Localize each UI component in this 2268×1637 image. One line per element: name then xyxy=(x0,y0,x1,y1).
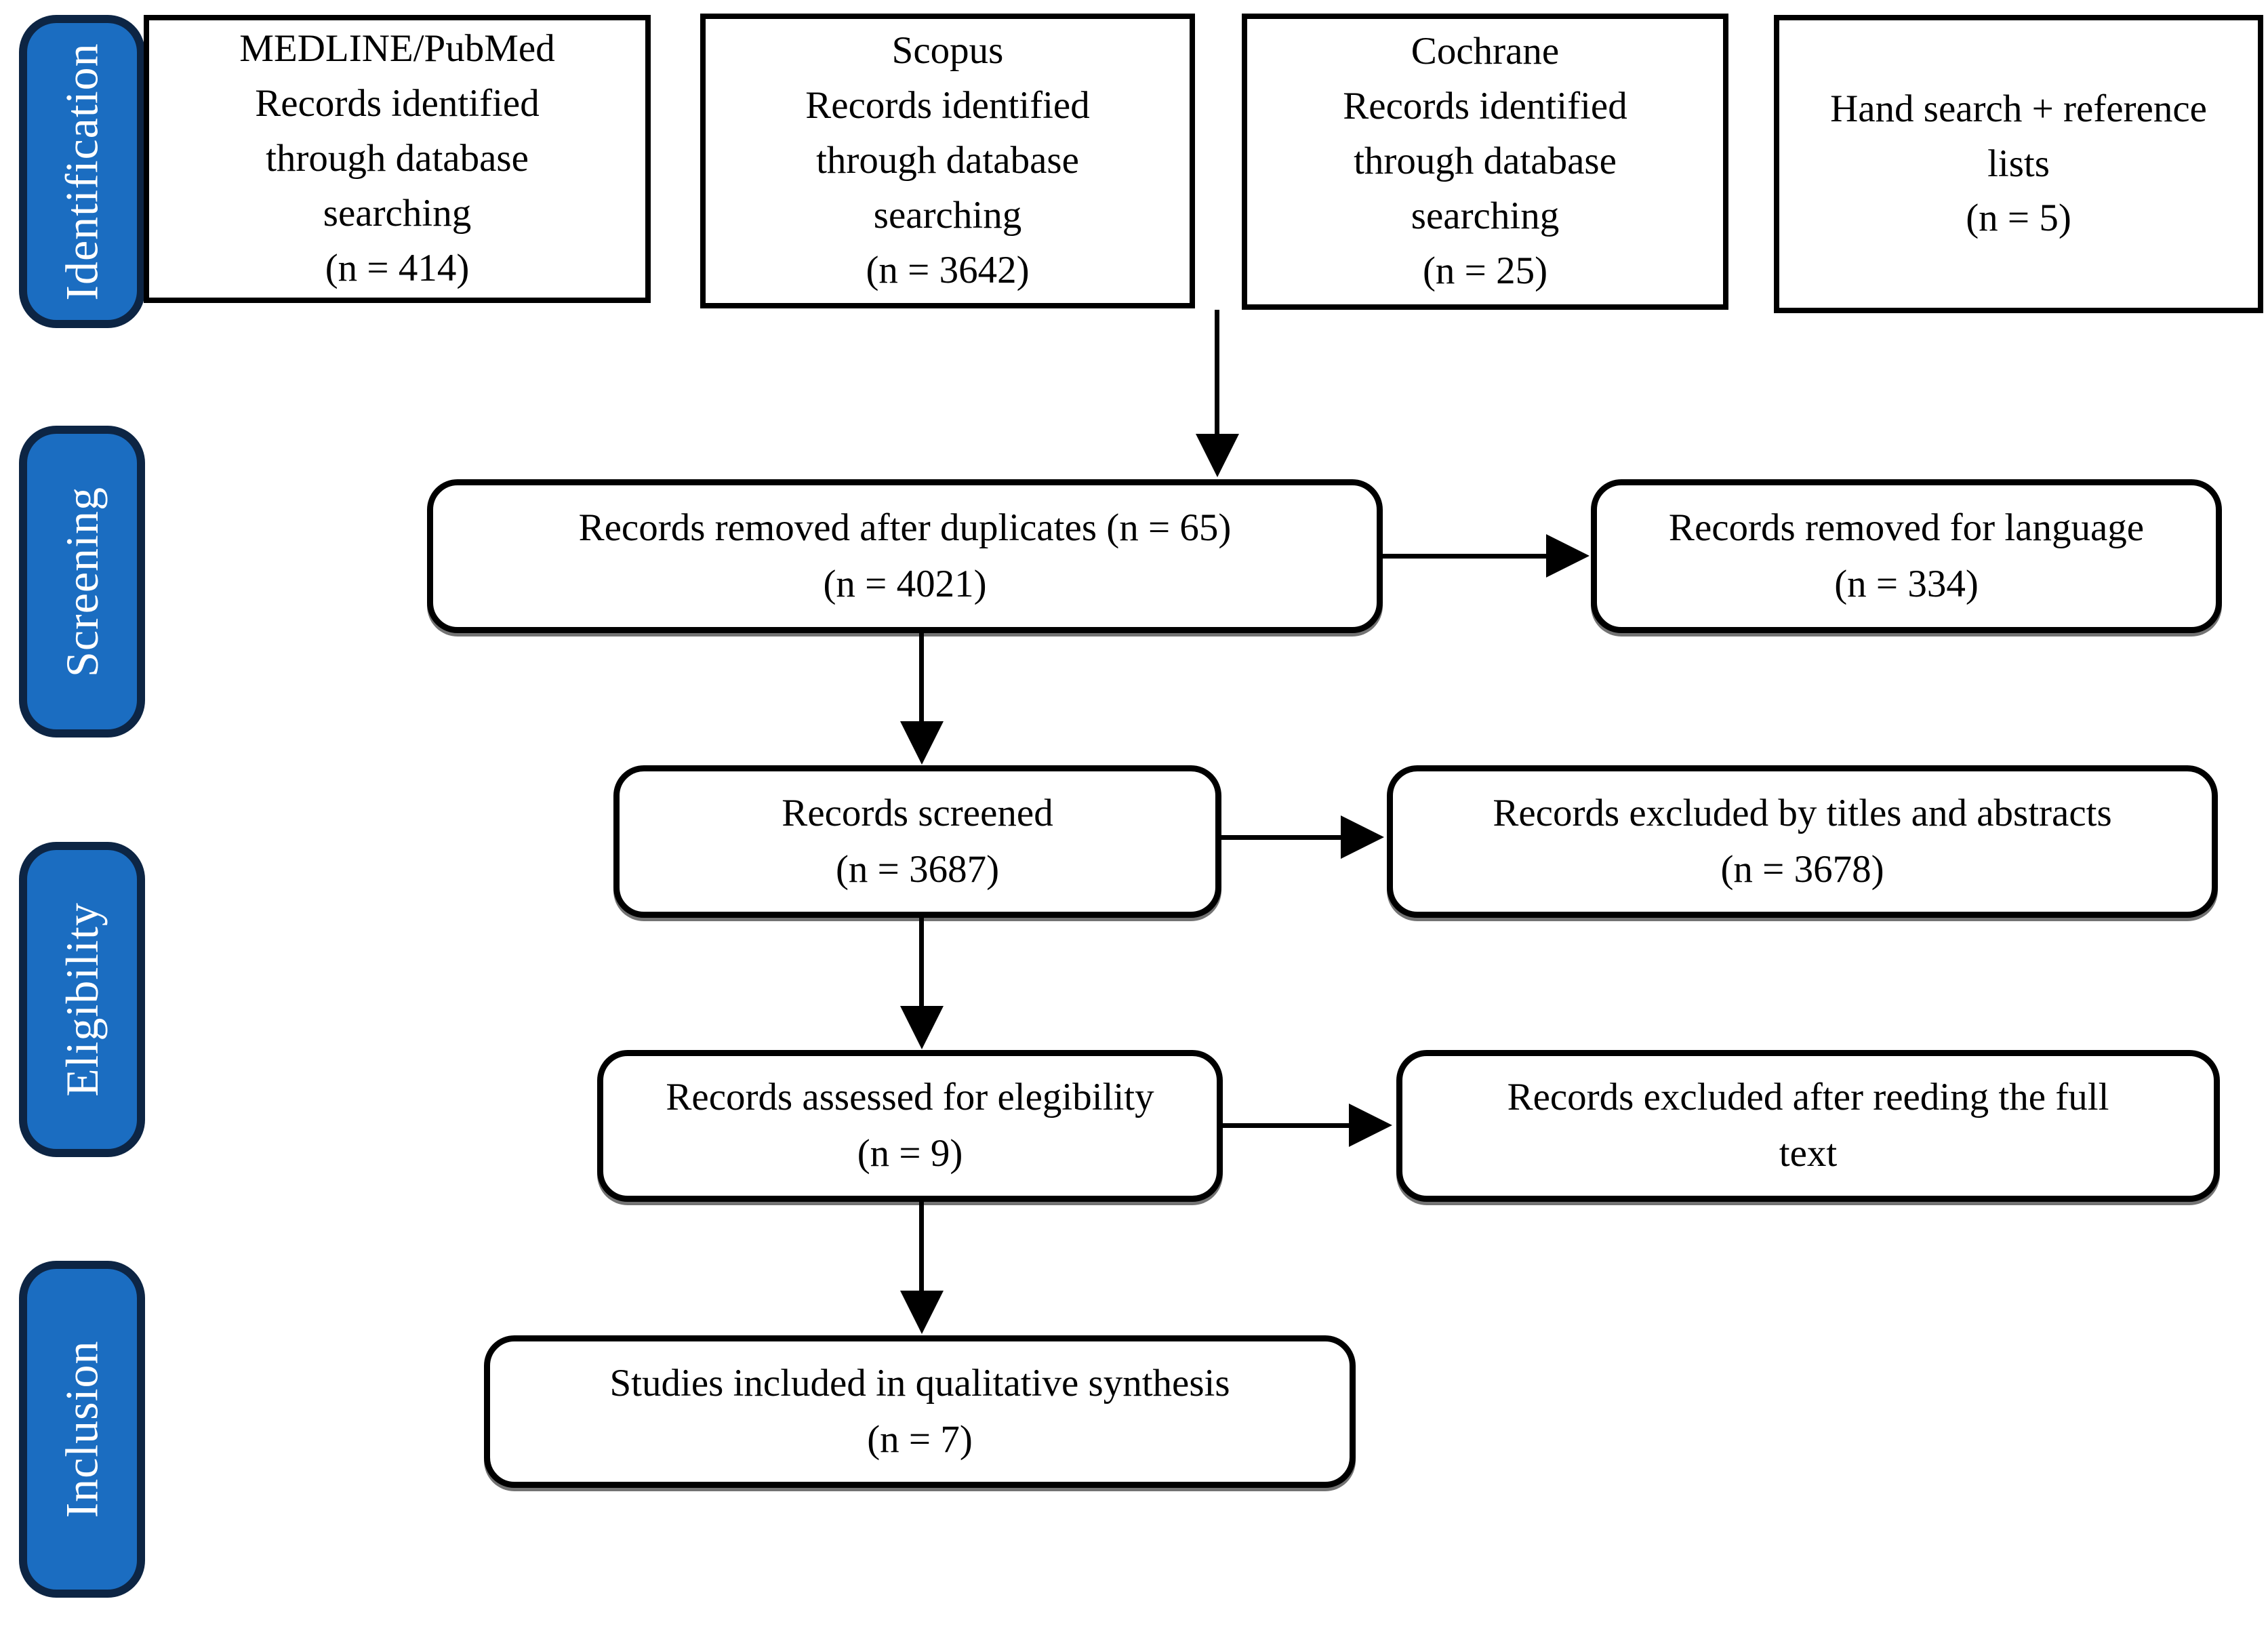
arrowhead-right-icon xyxy=(1341,815,1384,859)
arrow-line xyxy=(1223,1123,1352,1128)
flow-box-records-screened: Records screened (n = 3687) xyxy=(613,765,1221,918)
source-box-medline-pubmed: MEDLINE/PubMed Records identified throug… xyxy=(144,15,651,303)
arrowhead-down-icon xyxy=(1196,434,1239,477)
arrow-line xyxy=(919,918,924,1007)
arrowhead-down-icon xyxy=(900,1291,944,1334)
arrow-line xyxy=(1383,554,1549,559)
source-box-cochrane-text: Cochrane Records identified through data… xyxy=(1343,30,1627,292)
stage-bar-screening: Screening xyxy=(19,426,145,737)
arrowhead-down-icon xyxy=(900,721,944,765)
flow-box-language-removed: Records removed for language (n = 334) xyxy=(1591,479,2222,633)
source-box-cochrane: Cochrane Records identified through data… xyxy=(1242,14,1728,310)
stage-label-screening: Screening xyxy=(56,486,108,677)
stage-bar-inclusion: Inclusion xyxy=(19,1261,145,1598)
arrow-line xyxy=(919,633,924,723)
stage-bar-identification: Identification xyxy=(19,15,145,328)
source-box-hand-search: Hand search + reference lists (n = 5) xyxy=(1774,15,2263,313)
flow-box-excluded-fulltext: Records excluded after reeding the full … xyxy=(1396,1050,2220,1202)
source-box-medline-pubmed-text: MEDLINE/PubMed Records identified throug… xyxy=(239,27,555,289)
arrow-line xyxy=(919,1202,924,1293)
flow-box-excluded-titles-abstracts: Records excluded by titles and abstracts… xyxy=(1387,765,2218,918)
arrowhead-right-icon xyxy=(1546,534,1589,578)
stage-label-identification: Identification xyxy=(56,42,108,301)
arrowhead-down-icon xyxy=(900,1006,944,1049)
source-box-scopus-text: Scopus Records identified through databa… xyxy=(805,29,1090,291)
source-box-hand-search-text: Hand search + reference lists (n = 5) xyxy=(1830,87,2207,240)
stage-label-eligibility: Eligibility xyxy=(56,902,108,1097)
flow-box-included-qualitative-synthesis: Studies included in qualitative synthesi… xyxy=(484,1335,1356,1488)
flow-box-duplicates-removed: Records removed after duplicates (n = 65… xyxy=(427,479,1383,633)
arrow-line xyxy=(1221,835,1343,840)
stage-bar-eligibility: Eligibility xyxy=(19,842,145,1157)
flow-box-included-qualitative-synthesis-text: Studies included in qualitative synthesi… xyxy=(609,1361,1230,1461)
flow-box-language-removed-text: Records removed for language (n = 334) xyxy=(1668,506,2145,605)
flow-box-assessed-eligibility-text: Records assessed for elegibility (n = 9) xyxy=(666,1076,1154,1175)
flow-box-records-screened-text: Records screened (n = 3687) xyxy=(782,791,1053,891)
arrow-line xyxy=(1215,310,1219,435)
flow-box-excluded-fulltext-text: Records excluded after reeding the full … xyxy=(1507,1076,2109,1175)
stage-label-inclusion: Inclusion xyxy=(56,1340,108,1518)
flow-box-assessed-eligibility: Records assessed for elegibility (n = 9) xyxy=(597,1050,1223,1202)
arrowhead-right-icon xyxy=(1349,1104,1392,1147)
source-box-scopus: Scopus Records identified through databa… xyxy=(700,14,1195,308)
flow-box-duplicates-removed-text: Records removed after duplicates (n = 65… xyxy=(578,506,1232,605)
flow-box-excluded-titles-abstracts-text: Records excluded by titles and abstracts… xyxy=(1493,791,2112,891)
